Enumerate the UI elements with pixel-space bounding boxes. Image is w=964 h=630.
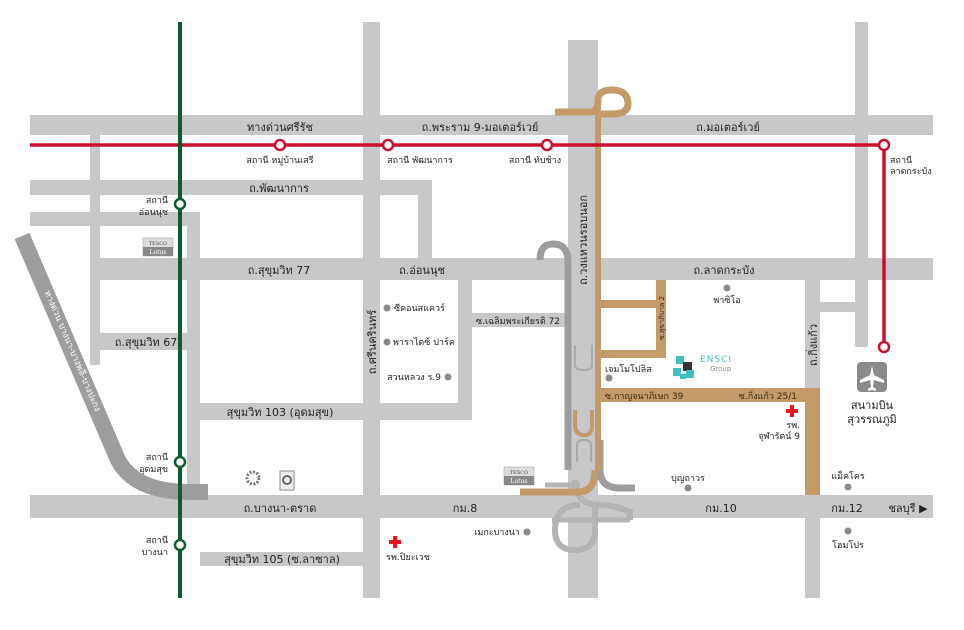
label-sukhumvit67: ถ.สุขุมวิท 67 [115,336,178,349]
label-bangna-trat: ถ.บางนา-ตราด [244,502,317,515]
landmark-makro: แม็คโคร [831,469,865,482]
label-chonburi: ชลบุรี ▶ [888,502,928,515]
station-airport[interactable] [877,340,891,354]
landmark-boonthavorn: บุญถาวร [671,474,705,484]
label-station-udomsuk-2: อุดมสุข [139,465,168,475]
landmark-mega-bangna: เมกะบางนา [474,528,520,538]
station-bangna[interactable] [173,538,187,552]
landmark-suanluang: สวนหลวง ร.9 [387,373,441,383]
mall-logo [279,470,295,491]
route-to-ensci [520,86,820,496]
road-chaloem72 [472,313,568,327]
label-station-bangna: สถานี [146,535,168,546]
landmarks: ซีคอนสแควร์ พาราไดซ์ ปาร์ค สวนหลวง ร.9 พ… [142,237,897,563]
label-km8: กม.8 [453,502,477,515]
road-vertical-east [855,22,868,347]
central-logo [245,470,261,486]
road-sukhumvit105 [200,552,363,566]
label-sukhaphiban2: ซ.สุขาภิบาล 2 [658,296,666,340]
landmark-hospital-chularat: รพ. [786,421,800,431]
landmark-airport: สนามบิน [851,399,894,412]
label-phatthanakan: ถ.พัฒนาการ [249,182,309,195]
road-sukhumvit103 [200,403,472,420]
landmark-hospital-chularat-2: จุฬารัตน์ 9 [758,430,800,442]
expressway [14,232,635,554]
label-station-onnut-2: อ่อนนุช [139,208,168,218]
label-kanchanaphisek39: ซ.กาญจนาภิเษก 39 [605,391,684,402]
road-bangna-trat [30,495,933,518]
route-kingkaew25 [805,388,820,495]
airplane-icon [857,362,887,392]
label-chaloem72: ซ.เฉลิมพระเกียรติ 72 [476,316,560,327]
route-segment [598,300,665,308]
brand-name: ENSCI [700,355,732,365]
label-station-latkrabang-2: ลาดกระบัง [890,167,932,177]
landmark-homepro: โฮมโปร [832,540,864,551]
tesco-lotus-logo-bangna: TESCO Lotus [503,466,535,486]
road-phatthanakan [30,180,432,195]
landmark-gems: เจมโมโปลิส [605,364,652,375]
road-kingkaew [805,280,820,388]
brand-sub: Group [710,365,732,373]
label-latkrabang: ถ.ลาดกระบัง [693,264,754,277]
landmark-paradise-park: พาราไดซ์ ปาร์ค [393,336,455,348]
label-outer-ring: ถ.วงแหวนรอบนอก [577,195,590,285]
label-kingkaew: ถ.กิ่งแก้ว [805,324,820,366]
route-kanchanaphisek39 [598,388,820,402]
station-thap-chang[interactable] [540,138,554,152]
label-station-onnut: สถานี [146,195,168,206]
road-suanluang-east [458,280,472,410]
station-onnut[interactable] [173,197,187,211]
landmark-airport-2: สุวรรณภูมิ [847,413,896,426]
label-station-bangna-2: บางนา [142,548,168,558]
ensci-group-logo: ENSCI Group [673,355,732,379]
label-motorway: ถ.มอเตอร์เวย์ [696,121,760,134]
station-labels: สถานี หมู่บ้านเสรี สถานี พัฒนาการ สถานี … [139,155,932,558]
route-sukhaphiban2 [656,280,666,358]
label-km12: กม.12 [831,502,862,515]
route-segment [595,100,601,470]
label-station-muban-seri: สถานี หมู่บ้านเสรี [246,155,313,166]
road-motorway [30,115,933,135]
road-srinakarin [363,22,380,598]
road-onnut-west [30,212,200,226]
tesco-text: TESCO [149,241,167,247]
green-bts-line [173,22,187,598]
road-sukhumvit67 [100,333,187,350]
station-latkrabang[interactable] [877,138,891,152]
landmark-seacon: ซีคอนสแควร์ [394,302,445,314]
label-station-thap-chang: สถานี ทับช้าง [509,155,561,166]
road-kingkaew-south [805,518,820,598]
road-connector-east [820,302,868,312]
label-sukhumvit77: ถ.สุขุมวิท 77 [248,264,311,277]
hospital-icon [389,405,798,548]
label-srinakarin: ถ.ศรีนครินทร์ [366,310,379,375]
station-muban-seri[interactable] [273,138,287,152]
label-km10: กม.10 [705,502,736,515]
road-network [30,22,933,598]
tesco-text: TESCO [510,470,528,476]
label-station-udomsuk: สถานี [146,452,168,463]
label-sukhumvit103: สุขุมวิท 103 (อุดมสุข) [227,406,334,419]
station-phatthanakan[interactable] [381,138,395,152]
road-vertical-far-west [90,135,100,365]
label-kingkaew25: ซ.กิ่งแก้ว 25/1 [739,389,797,402]
label-onnut: ถ.อ่อนนุช [399,264,445,277]
landmark-paseo: พาซิโอ [713,295,740,306]
road-sukhumvit77 [90,258,933,280]
label-station-latkrabang: สถานี [890,155,912,166]
label-station-phatthanakan: สถานี พัฒนาการ [387,155,453,166]
lotus-text: Lotus [511,478,528,485]
red-rail-line [30,138,891,354]
label-sukhumvit105: สุขุมวิท 105 (ซ.ลาซาล) [224,553,340,566]
route-segment [598,350,665,358]
station-udomsuk[interactable] [173,455,187,469]
road-vertical-west [187,212,200,492]
tesco-lotus-logo: TESCO Lotus [142,237,174,257]
lotus-text: Lotus [150,249,167,256]
label-sirirat: ทางด่วนศรีรัช [247,121,313,134]
road-connector [418,180,432,265]
label-rama9: ถ.พระราม 9-มอเตอร์เวย์ [422,121,539,134]
landmark-hospital-piyavate: รพ.ปิยะเวช [386,552,430,563]
